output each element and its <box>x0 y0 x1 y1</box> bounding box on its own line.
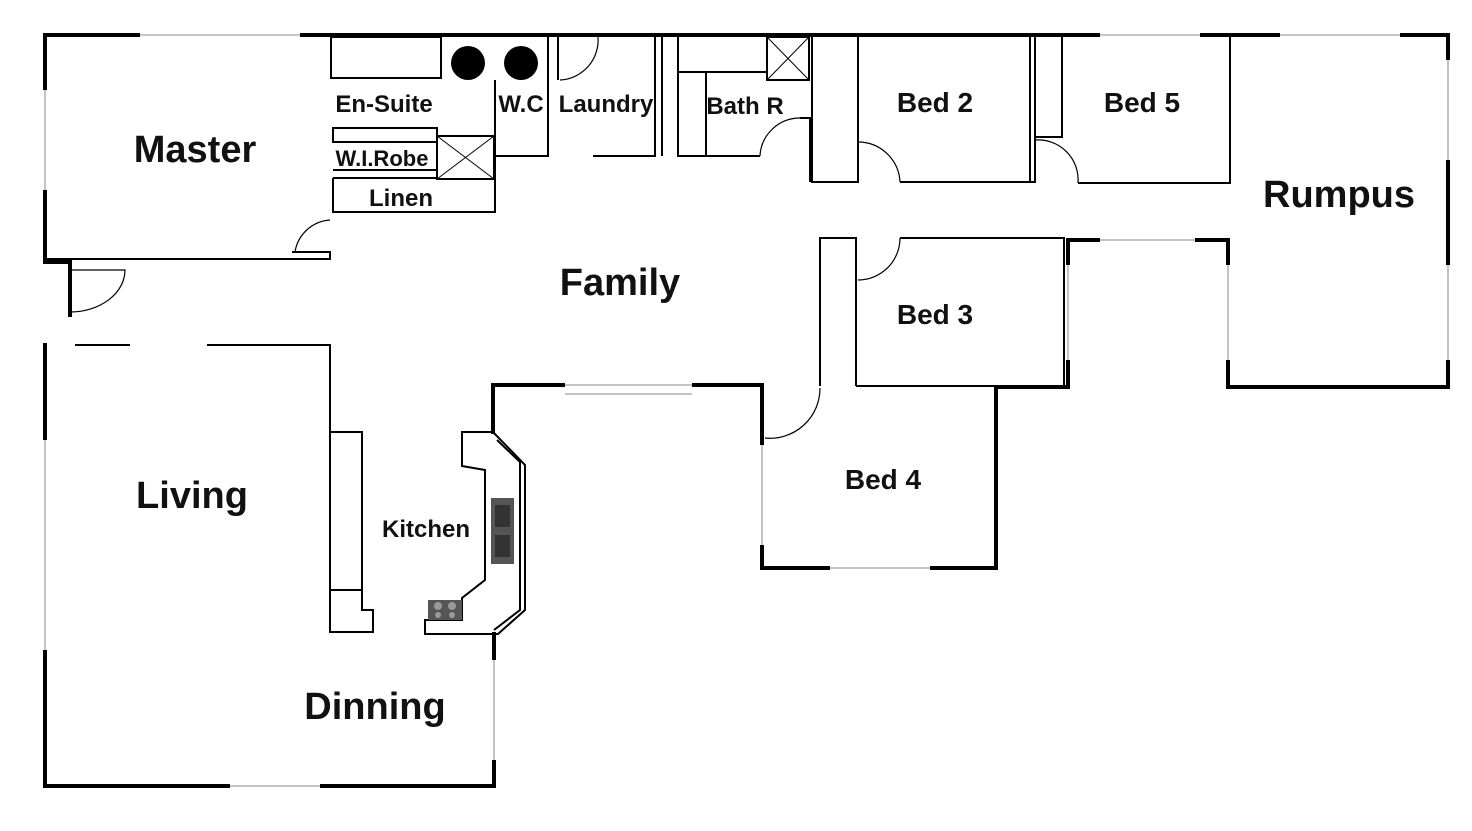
basin-icon <box>504 46 538 80</box>
window-lines <box>44 34 1449 787</box>
room-label-bed4: Bed 4 <box>845 464 922 495</box>
toilet-icon <box>451 46 485 80</box>
room-labels: Master En-Suite W.C Laundry Bath R Bed 2… <box>134 87 1415 728</box>
room-label-dinning: Dinning <box>304 686 445 728</box>
room-label-kitchen: Kitchen <box>382 516 470 543</box>
room-label-linen: Linen <box>369 185 433 212</box>
cooktop-icon <box>428 600 462 620</box>
room-label-bath: Bath R <box>706 93 783 120</box>
room-label-wirobe: W.I.Robe <box>336 146 429 171</box>
room-label-bed3: Bed 3 <box>897 299 973 330</box>
fixtures <box>428 46 538 620</box>
room-label-master: Master <box>134 129 257 171</box>
room-label-rumpus: Rumpus <box>1263 174 1415 216</box>
room-label-bed5: Bed 5 <box>1104 87 1180 118</box>
room-label-wc: W.C <box>498 91 543 118</box>
room-label-laundry: Laundry <box>559 91 654 118</box>
room-label-living: Living <box>136 475 248 517</box>
door-swings <box>69 36 1079 439</box>
interior-walls <box>45 36 1231 635</box>
room-label-bed2: Bed 2 <box>897 87 973 118</box>
room-label-ensuite: En-Suite <box>335 91 432 118</box>
room-label-family: Family <box>560 262 680 304</box>
